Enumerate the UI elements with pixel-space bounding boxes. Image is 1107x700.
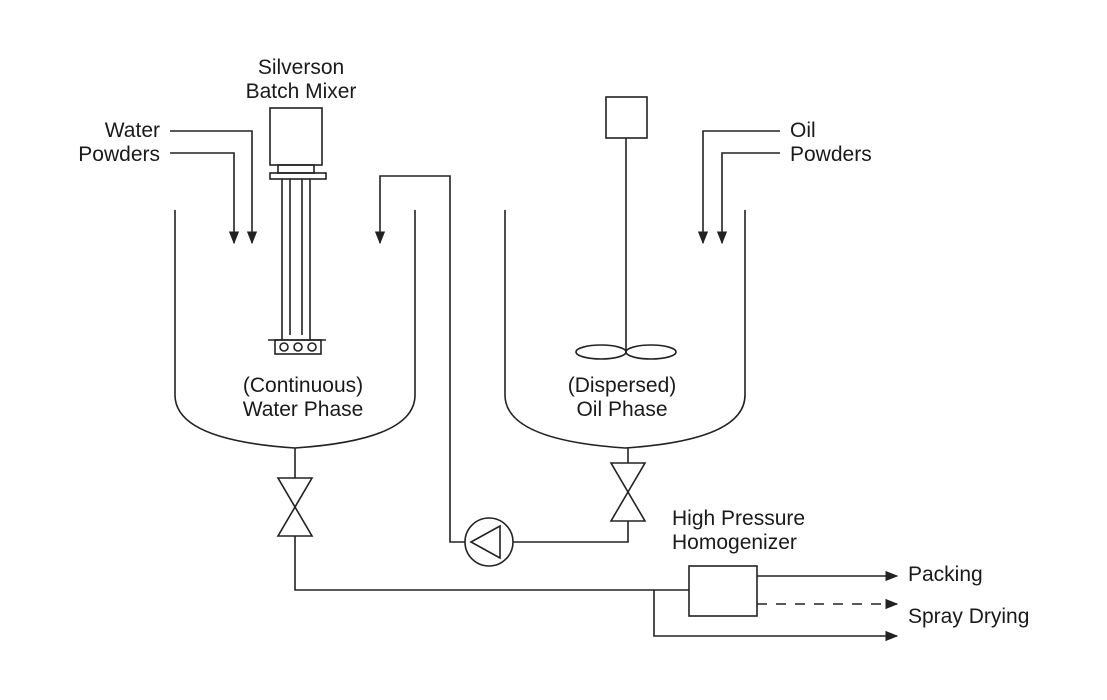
oil-label: Oil: [790, 119, 816, 142]
oil-phase-label: (Dispersed) Oil Phase: [568, 374, 677, 422]
packing-label: Packing: [908, 563, 983, 586]
oil-valve-icon: [609, 462, 647, 522]
powders-feed-arrow-left: [170, 152, 240, 245]
water-valve-icon: [276, 477, 314, 537]
water-phase-label-line1: (Continuous): [242, 374, 364, 397]
homogenizer-label-line2: Homogenizer: [672, 531, 797, 554]
pump-icon: [464, 517, 514, 567]
homogenizer-label: High Pressure Homogenizer: [672, 507, 805, 555]
water-phase-label-line2: Water Phase: [242, 398, 364, 421]
mixer-label: Silverson Batch Mixer: [246, 56, 357, 104]
oil-outlet-line: [512, 448, 629, 543]
spray-drying-label: Spray Drying: [908, 605, 1030, 628]
mixer-label-line2: Batch Mixer: [245, 80, 357, 103]
bypass-line: [653, 590, 899, 642]
powders-label-left: Powders: [78, 143, 160, 166]
mixer-label-line1: Silverson: [257, 56, 345, 79]
silverson-mixer-icon: [268, 107, 327, 355]
powders-feed-arrow-right: [716, 152, 780, 245]
oil-phase-label-line1: (Dispersed): [567, 374, 677, 397]
recirculation-line: [374, 175, 465, 543]
oil-phase-label-line2: Oil Phase: [576, 398, 668, 421]
water-phase-label: (Continuous) Water Phase: [243, 374, 364, 422]
agitator-icon: [575, 96, 677, 360]
powders-label-right: Powders: [790, 143, 872, 166]
homogenizer-box: [688, 565, 758, 617]
oil-phase-vessel: [504, 210, 746, 449]
homogenizer-label-line1: High Pressure: [672, 507, 806, 530]
water-feed-arrow: [170, 130, 258, 245]
oil-feed-arrow: [697, 130, 780, 245]
water-label: Water: [104, 119, 160, 142]
